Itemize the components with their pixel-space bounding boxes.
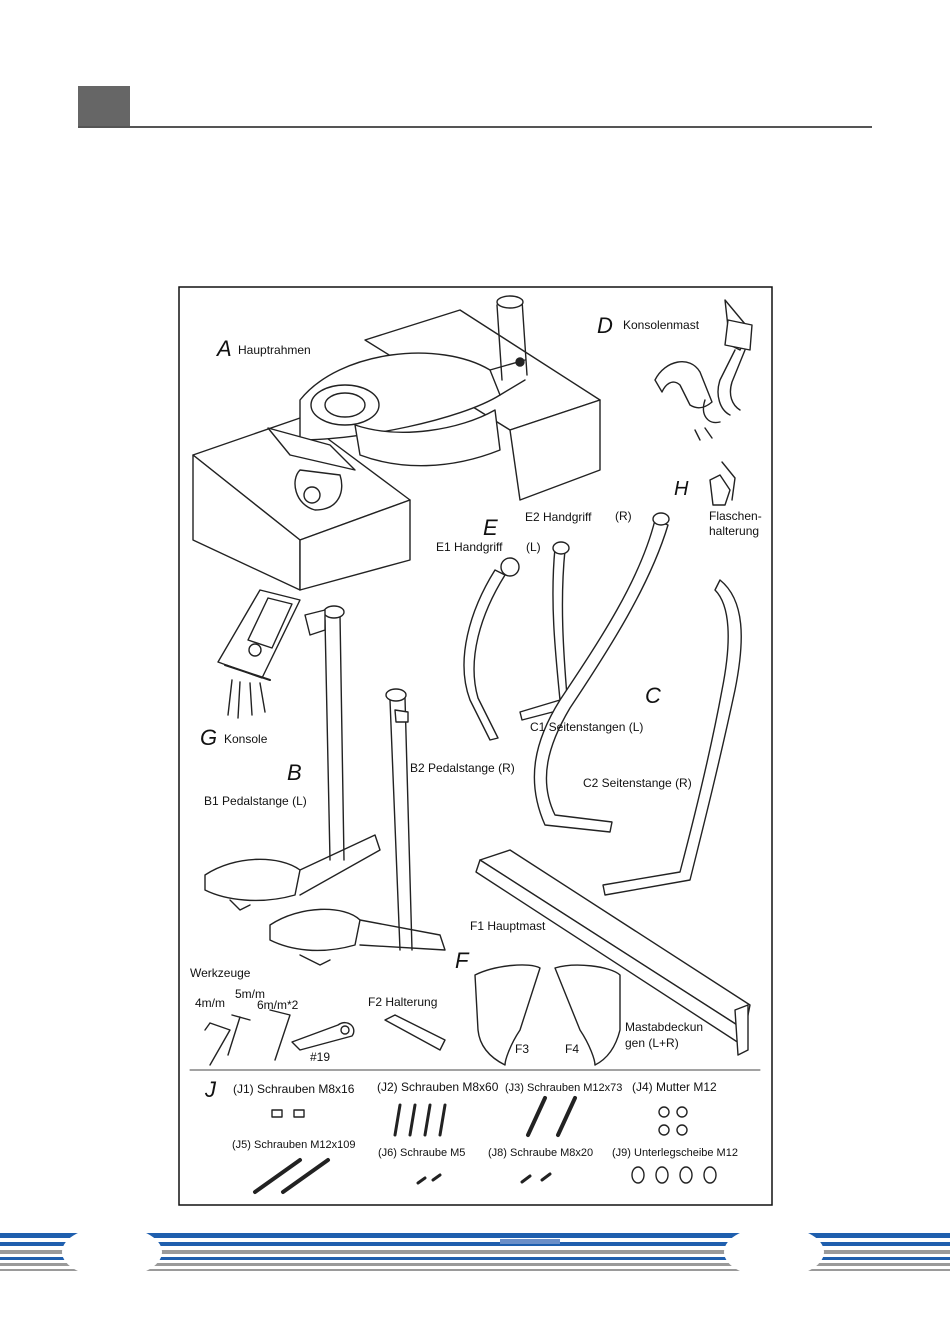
label-c1-name: C1 Seitenstangen (L) <box>530 720 643 734</box>
section-marker <box>78 86 130 128</box>
label-h-name-2: halterung <box>709 524 759 538</box>
mast-cover-f3-illustration <box>474 964 541 1066</box>
footer-oval-right <box>724 1226 824 1278</box>
footer-stripes <box>0 1226 950 1278</box>
label-a-name: Hauptrahmen <box>238 343 311 357</box>
console-mast-illustration <box>654 299 753 441</box>
label-b-letter: B <box>287 760 302 785</box>
diagram-frame <box>178 286 773 1206</box>
label-mast-cover-2: gen (L+R) <box>625 1036 679 1050</box>
bottle-holder-illustration <box>709 461 736 506</box>
label-c-letter: C <box>645 683 661 708</box>
main-mast-f1-illustration <box>475 849 751 1056</box>
label-e1-side: (L) <box>526 540 541 554</box>
label-j2: (J2) Schrauben M8x60 <box>377 1080 499 1094</box>
label-mast-cover-1: Mastabdeckun <box>625 1020 703 1034</box>
tools-illustration <box>204 1009 355 1066</box>
hardware-illustration <box>253 1096 717 1194</box>
tool-19: #19 <box>310 1050 330 1064</box>
label-e-letter: E <box>483 515 498 540</box>
label-f-letter: F <box>455 948 470 973</box>
handle-e2-illustration <box>519 547 569 721</box>
main-frame-illustration <box>192 295 601 591</box>
label-f1-name: F1 Hauptmast <box>470 919 546 933</box>
label-e2-side: (R) <box>615 509 632 523</box>
label-d-letter: D <box>597 313 613 338</box>
label-j3: (J3) Schrauben M12x73 <box>505 1082 622 1094</box>
handle-e1-illustration <box>463 569 506 741</box>
tool-4mm: 4m/m <box>195 996 225 1010</box>
label-j8: (J8) Schraube M8x20 <box>488 1147 593 1159</box>
tools-title: Werkzeuge <box>190 966 251 980</box>
pedal-bar-b2-illustration <box>269 688 446 966</box>
label-e1-name: E1 Handgriff <box>436 540 503 554</box>
label-b2-name: B2 Pedalstange (R) <box>410 761 515 775</box>
bracket-f2-illustration <box>384 1014 446 1051</box>
label-j6: (J6) Schraube M5 <box>378 1147 465 1159</box>
mast-cover-f4-illustration <box>554 964 621 1066</box>
label-g-name: Konsole <box>224 732 268 746</box>
label-j9: (J9) Unterlegscheibe M12 <box>612 1147 738 1159</box>
label-h-letter: H <box>674 478 689 500</box>
label-c2-name: C2 Seitenstange (R) <box>583 776 692 790</box>
side-pole-c1-illustration <box>533 519 669 833</box>
footer-oval-left <box>62 1226 162 1278</box>
label-b1-name: B1 Pedalstange (L) <box>204 794 307 808</box>
console-illustration <box>217 589 301 719</box>
label-g-letter: G <box>200 725 217 750</box>
label-j1: (J1) Schrauben M8x16 <box>233 1082 355 1096</box>
label-d-name: Konsolenmast <box>623 318 700 332</box>
header-rule <box>78 126 872 128</box>
label-j4: (J4) Mutter M12 <box>632 1080 717 1094</box>
tool-6mm: 6m/m*2 <box>257 998 299 1012</box>
label-j-letter: J <box>204 1077 217 1102</box>
side-pole-c2-illustration <box>602 579 742 896</box>
label-f2-name: F2 Halterung <box>368 995 437 1009</box>
pedal-bar-b1-illustration <box>204 605 381 911</box>
label-h-name-1: Flaschen- <box>709 509 762 523</box>
label-a-letter: A <box>215 336 232 361</box>
tool-5mm: 5m/m <box>235 987 265 1001</box>
label-j5: (J5) Schrauben M12x109 <box>232 1139 356 1151</box>
label-f4-name: F4 <box>565 1042 579 1056</box>
label-f3-name: F3 <box>515 1042 529 1056</box>
label-e2-name: E2 Handgriff <box>525 510 592 524</box>
